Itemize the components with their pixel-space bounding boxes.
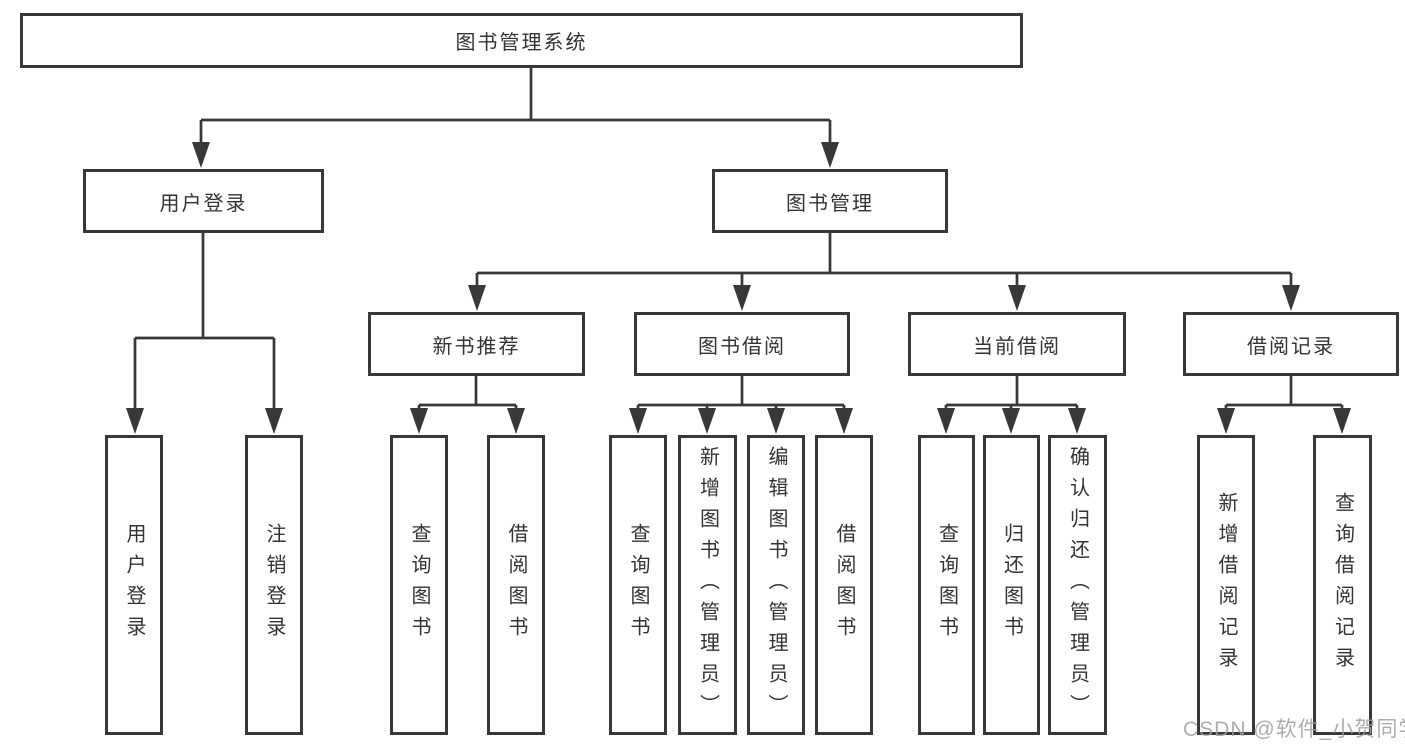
leaf-br-add-record: 新增借阅记录 — [1197, 435, 1255, 735]
node-current-borrow: 当前借阅 — [908, 312, 1126, 376]
leaf-bb-borrow-book-label: 借阅图书 — [833, 523, 855, 647]
node-library-management-system: 图书管理系统 — [20, 13, 1023, 68]
leaf-bb-add-book-admin: 新增图书（管理员） — [678, 435, 737, 735]
leaf-br-add-record-label: 新增借阅记录 — [1215, 492, 1237, 678]
node-book-management: 图书管理 — [712, 169, 948, 233]
leaf-logout-label: 注销登录 — [263, 523, 285, 647]
leaf-bb-edit-book-admin-label: 编辑图书（管理员） — [765, 445, 787, 725]
leaf-nb-borrow-book: 借阅图书 — [487, 435, 545, 735]
leaf-br-query-record-label: 查询借阅记录 — [1331, 492, 1354, 678]
leaf-cb-return-book: 归还图书 — [983, 435, 1040, 735]
leaf-user-login-label: 用户登录 — [123, 523, 145, 647]
leaf-nb-query-book-label: 查询图书 — [408, 523, 430, 647]
node-new-book-recommend: 新书推荐 — [368, 312, 585, 376]
leaf-cb-return-book-label: 归还图书 — [1000, 523, 1023, 647]
node-borrow-record: 借阅记录 — [1183, 312, 1399, 376]
arrowheads — [126, 142, 1351, 434]
leaf-bb-query-book: 查询图书 — [609, 435, 667, 735]
leaf-logout: 注销登录 — [245, 435, 303, 735]
leaf-bb-add-book-admin-label: 新增图书（管理员） — [696, 445, 719, 725]
leaf-cb-confirm-return-admin: 确认归还（管理员） — [1048, 435, 1107, 735]
leaf-nb-query-book: 查询图书 — [390, 435, 448, 735]
leaf-bb-edit-book-admin: 编辑图书（管理员） — [747, 435, 805, 735]
leaf-cb-query-book-label: 查询图书 — [935, 523, 958, 647]
leaf-cb-confirm-return-admin-label: 确认归还（管理员） — [1066, 445, 1089, 725]
leaf-br-query-record: 查询借阅记录 — [1313, 435, 1372, 735]
leaf-cb-query-book: 查询图书 — [918, 435, 975, 735]
node-user-login: 用户登录 — [83, 169, 324, 233]
csdn-watermark: CSDN @软件_小贺同学 — [1183, 718, 1405, 741]
leaf-bb-query-book-label: 查询图书 — [627, 523, 649, 647]
leaf-nb-borrow-book-label: 借阅图书 — [505, 523, 527, 647]
leaf-user-login: 用户登录 — [105, 435, 163, 735]
node-book-borrow: 图书借阅 — [634, 312, 850, 376]
leaf-bb-borrow-book: 借阅图书 — [815, 435, 873, 735]
